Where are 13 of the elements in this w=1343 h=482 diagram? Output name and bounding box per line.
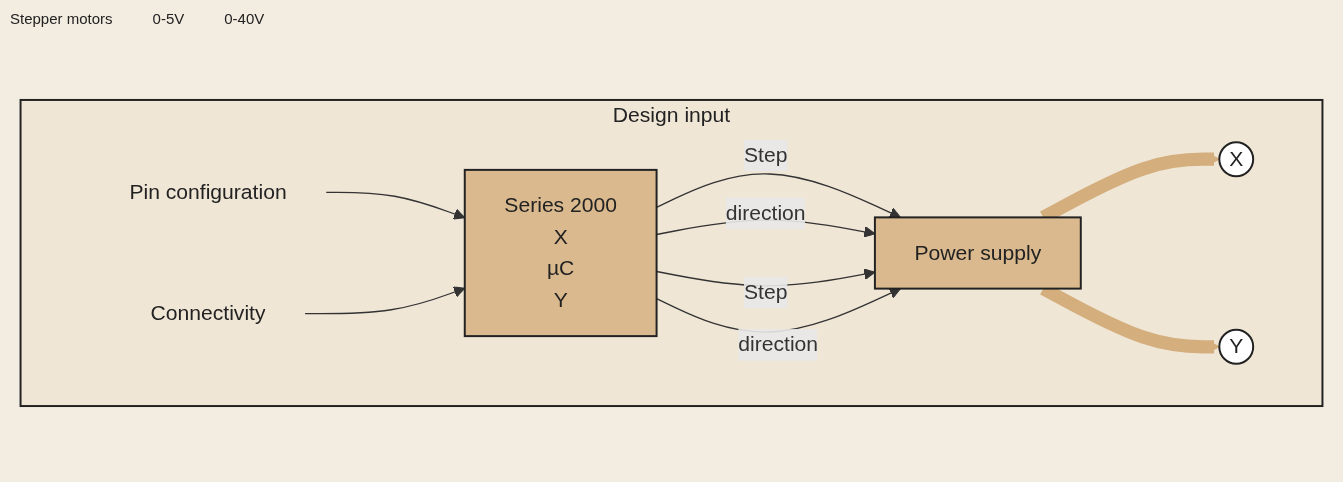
signal-label: Stepper motors <box>10 9 113 27</box>
node-text: Connectivity <box>150 301 266 325</box>
node-box: Power supply <box>873 216 1082 290</box>
edge-label: direction <box>738 333 819 356</box>
node-circle: Y <box>1218 328 1255 365</box>
edge-label: direction <box>725 201 806 224</box>
signal-label: 0-40V <box>224 9 265 27</box>
edge-label: Step <box>743 280 788 304</box>
node-circle: X <box>1218 141 1255 178</box>
node-box: Series 2000 X µC Y <box>463 168 658 338</box>
node-text: Pin configuration <box>129 180 287 203</box>
edge-label: Step <box>744 143 788 166</box>
signal-label: 0-5V <box>152 9 185 27</box>
